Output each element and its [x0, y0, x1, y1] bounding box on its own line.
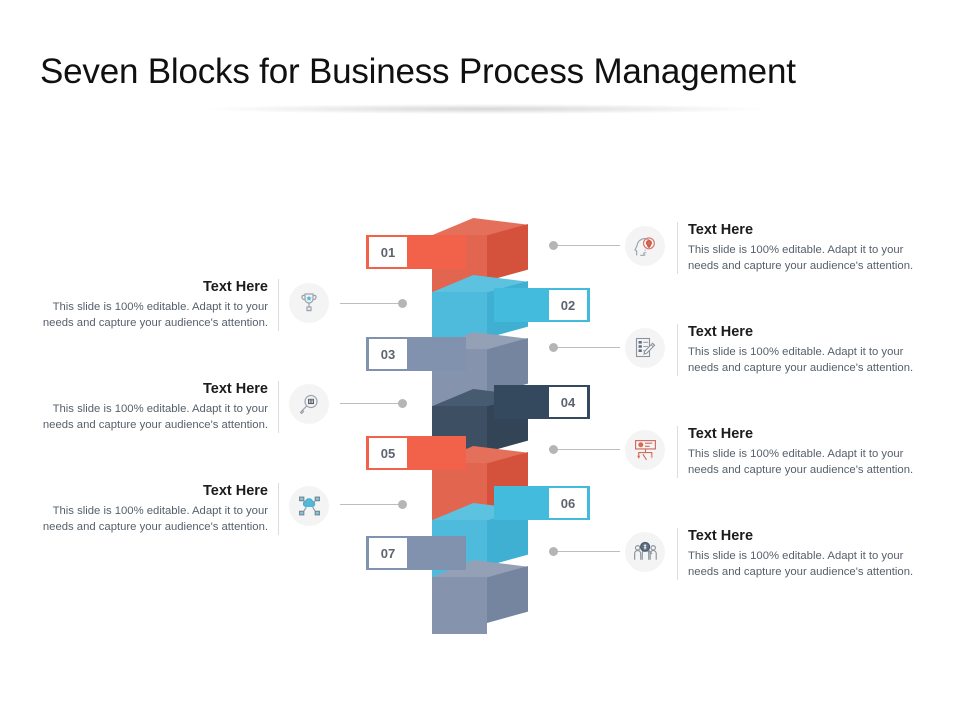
left-heading-3: Text Here: [202, 483, 268, 499]
right-text-block-2: Text Here This slide is 100% editable. A…: [688, 324, 928, 376]
left-text-block-3: Text Here This slide is 100% editable. A…: [28, 483, 268, 535]
right-body-3: This slide is 100% editable. Adapt it to…: [688, 448, 914, 477]
left-text-block-2: Text Here This slide is 100% editable. A…: [28, 381, 268, 433]
trophy-icon: [289, 283, 329, 323]
left-connector-line-3: [340, 504, 402, 505]
right-connector-line-4: [558, 551, 620, 552]
head-lightbulb-icon: [625, 226, 665, 266]
right-connector-line-1: [558, 245, 620, 246]
number-chip-06: 06: [549, 488, 587, 518]
left-divider-2: [278, 381, 279, 433]
left-body-3: This slide is 100% editable. Adapt it to…: [42, 505, 268, 534]
right-divider-4: [677, 528, 678, 580]
number-chip-03: 03: [369, 339, 407, 369]
right-heading-4: Text Here: [688, 528, 754, 544]
right-connector-dot-3: [549, 445, 558, 454]
right-connector-dot-1: [549, 241, 558, 250]
number-bar-01[interactable]: 01: [366, 235, 466, 269]
left-body-1: This slide is 100% editable. Adapt it to…: [42, 301, 268, 330]
number-bar-02[interactable]: 02: [494, 288, 590, 322]
number-chip-07: 07: [369, 538, 407, 568]
number-bar-06[interactable]: 06: [494, 486, 590, 520]
title-shadow-decoration: [205, 104, 765, 114]
right-connector-line-3: [558, 449, 620, 450]
cube-07-front-face: [432, 577, 487, 634]
flowchart-icon: [625, 430, 665, 470]
left-divider-3: [278, 483, 279, 535]
right-body-2: This slide is 100% editable. Adapt it to…: [688, 346, 914, 375]
number-bar-03[interactable]: 03: [366, 337, 466, 371]
number-chip-05: 05: [369, 438, 407, 468]
right-divider-3: [677, 426, 678, 478]
number-chip-01: 01: [369, 237, 407, 267]
right-heading-3: Text Here: [688, 426, 754, 442]
right-divider-1: [677, 222, 678, 274]
number-chip-04: 04: [549, 387, 587, 417]
number-bar-04[interactable]: 04: [494, 385, 590, 419]
cloud-network-icon: [289, 486, 329, 526]
cube-07: [432, 560, 528, 634]
number-chip-02: 02: [549, 290, 587, 320]
right-connector-line-2: [558, 347, 620, 348]
team-analysis-icon: [625, 532, 665, 572]
right-body-4: This slide is 100% editable. Adapt it to…: [688, 550, 914, 579]
left-connector-dot-1: [398, 299, 407, 308]
left-text-block-1: Text Here This slide is 100% editable. A…: [28, 279, 268, 331]
right-connector-dot-4: [549, 547, 558, 556]
right-connector-dot-2: [549, 343, 558, 352]
number-bar-05[interactable]: 05: [366, 436, 466, 470]
left-heading-1: Text Here: [202, 279, 268, 295]
left-connector-line-2: [340, 403, 402, 404]
right-divider-2: [677, 324, 678, 376]
magnifier-icon: [289, 384, 329, 424]
right-text-block-1: Text Here This slide is 100% editable. A…: [688, 222, 928, 274]
left-divider-1: [278, 279, 279, 331]
right-body-1: This slide is 100% editable. Adapt it to…: [688, 244, 914, 273]
left-body-2: This slide is 100% editable. Adapt it to…: [42, 403, 268, 432]
left-connector-dot-3: [398, 500, 407, 509]
left-connector-line-1: [340, 303, 402, 304]
clipboard-pen-icon: [625, 328, 665, 368]
right-text-block-4: Text Here This slide is 100% editable. A…: [688, 528, 928, 580]
right-heading-1: Text Here: [688, 222, 754, 238]
page-title: Seven Blocks for Business Process Manage…: [40, 52, 796, 91]
left-connector-dot-2: [398, 399, 407, 408]
number-bar-07[interactable]: 07: [366, 536, 466, 570]
right-heading-2: Text Here: [688, 324, 754, 340]
left-heading-2: Text Here: [202, 381, 268, 397]
right-text-block-3: Text Here This slide is 100% editable. A…: [688, 426, 928, 478]
